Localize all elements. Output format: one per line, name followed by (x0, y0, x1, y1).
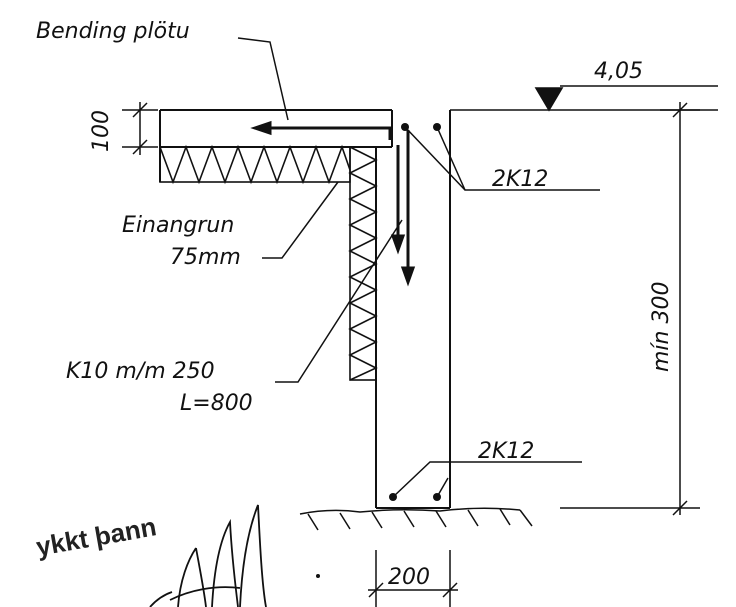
stray-dot (316, 574, 320, 578)
slab-reinforcement-label: Bending plötu (36, 19, 190, 44)
foundation-wall (375, 110, 451, 509)
insulation-label-line1: Einangrun (122, 213, 234, 238)
min-depth-dimension (560, 102, 700, 516)
horizontal-insulation (159, 144, 351, 185)
handwritten-signature (149, 504, 267, 607)
min-depth-label: mín 300 (649, 282, 674, 372)
stirrups-label-line1: K10 m/m 250 (66, 359, 215, 384)
ground-hatch (299, 507, 533, 531)
stirrups-label-line2: L=800 (180, 391, 253, 416)
leader-lines (237, 37, 600, 498)
elevation-label: 4,05 (594, 59, 643, 84)
slab-thickness-dimension (122, 102, 158, 155)
approval-stamp-text: ykkt þann (34, 511, 159, 562)
wall-width-label: 200 (388, 565, 430, 590)
vertical-insulation (348, 146, 378, 381)
wall-width-dimension (368, 550, 458, 607)
slab-thickness-label: 100 (89, 110, 114, 152)
top-bars-label: 2K12 (492, 167, 548, 192)
triangle-down-icon (534, 85, 718, 112)
bottom-bars-label: 2K12 (478, 439, 534, 464)
wall-stirrup-bar (390, 130, 416, 287)
slab-reinforcement-bar (250, 120, 392, 140)
insulation-label-line2: 75mm (170, 245, 241, 270)
